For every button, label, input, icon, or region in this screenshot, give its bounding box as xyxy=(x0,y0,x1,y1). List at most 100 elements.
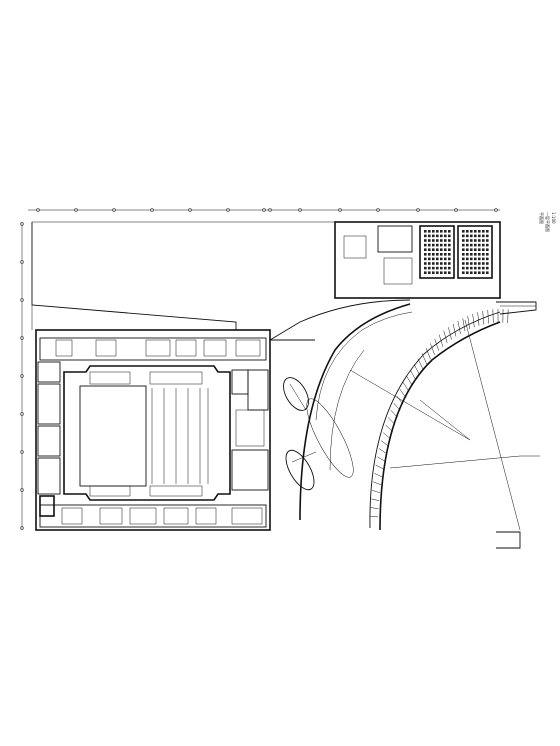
curtain-wall-mullion xyxy=(477,312,480,326)
seat xyxy=(432,230,435,233)
seat xyxy=(470,266,473,270)
seat xyxy=(470,262,473,265)
grid-axis-marker xyxy=(376,208,380,212)
seat xyxy=(470,239,473,242)
scale-note: 1:100 xyxy=(551,212,556,224)
seat xyxy=(424,257,427,261)
seat xyxy=(478,262,481,265)
seat xyxy=(474,262,477,265)
curtain-wall-mullion xyxy=(385,424,393,432)
seat xyxy=(428,243,431,247)
curtain-wall-hatch xyxy=(370,309,509,518)
seat xyxy=(466,230,469,233)
grid-axis-marker xyxy=(188,208,192,212)
seat xyxy=(474,239,477,242)
seat xyxy=(424,266,427,270)
seat xyxy=(432,239,435,242)
seat xyxy=(462,271,465,274)
curtain-wall-mullion xyxy=(443,330,448,344)
seat xyxy=(466,234,469,238)
grid-axis-marker xyxy=(338,208,342,212)
seat xyxy=(432,253,435,256)
seat xyxy=(436,266,439,270)
seat xyxy=(462,262,465,265)
grid-axis-marker xyxy=(20,298,24,302)
seat xyxy=(478,243,481,247)
grid-axis-marker xyxy=(20,450,24,454)
foyer-features xyxy=(283,377,354,491)
curtain-wall-mullion xyxy=(370,507,379,510)
seat xyxy=(470,248,473,251)
seat xyxy=(470,271,473,274)
curtain-wall-mullion xyxy=(452,323,457,337)
seat xyxy=(432,271,435,274)
curtain-wall-mullion xyxy=(380,440,389,447)
grid-axis-marker xyxy=(20,526,24,530)
seat xyxy=(444,248,447,251)
seat xyxy=(466,257,469,261)
curtain-wall-mullion xyxy=(371,498,380,502)
auditorium-b-seats xyxy=(462,230,489,274)
seat xyxy=(448,239,451,242)
seat xyxy=(470,234,473,238)
seat xyxy=(466,243,469,247)
seat xyxy=(432,262,435,265)
grid-axis-marker xyxy=(226,208,230,212)
curtain-wall-mullion xyxy=(373,481,382,485)
curtain-wall-mullion xyxy=(438,334,444,347)
curtain-wall-mullion xyxy=(378,448,387,454)
seat xyxy=(482,234,485,238)
left-rooms xyxy=(37,361,61,517)
seat xyxy=(486,266,489,270)
seat xyxy=(436,230,439,233)
seat xyxy=(444,239,447,242)
seat xyxy=(440,243,443,247)
side-label-2: 一层平面图 xyxy=(545,212,551,232)
seat xyxy=(424,248,427,251)
seat xyxy=(478,234,481,238)
seat xyxy=(436,253,439,256)
grid-axis-marker xyxy=(20,260,24,264)
seat xyxy=(486,243,489,247)
grid-axis-marker xyxy=(20,412,24,416)
grid-axis-marker xyxy=(150,208,154,212)
seat xyxy=(444,257,447,261)
callout-box xyxy=(496,531,521,549)
seat xyxy=(428,248,431,251)
grid-axis-marker xyxy=(112,208,116,212)
seat xyxy=(466,253,469,256)
seat xyxy=(444,230,447,233)
grid-axis-marker xyxy=(494,208,498,212)
seat xyxy=(440,239,443,242)
site-boundary xyxy=(31,221,336,330)
seat xyxy=(440,262,443,265)
grid-axis-marker xyxy=(262,208,266,212)
curtain-wall-mullion xyxy=(413,364,420,375)
curtain-wall-mullion xyxy=(434,338,439,351)
grid-axis-marker xyxy=(416,208,420,212)
seat xyxy=(428,253,431,256)
curtain-wall-mullion xyxy=(421,353,427,365)
seat xyxy=(474,230,477,233)
curtain-wall-mullion xyxy=(507,309,509,324)
grid-axis-marker xyxy=(268,208,272,212)
curtain-wall-mullion xyxy=(374,473,383,478)
curtain-wall-mullion xyxy=(372,490,381,493)
seat xyxy=(448,257,451,261)
seat xyxy=(462,248,465,251)
seat xyxy=(440,257,443,261)
seat xyxy=(482,243,485,247)
seat xyxy=(470,257,473,261)
seat xyxy=(482,248,485,251)
curtain-wall-mullion xyxy=(399,388,407,398)
seat xyxy=(486,230,489,233)
main-building-outline xyxy=(35,329,315,531)
seat xyxy=(424,271,427,274)
auditorium-a-seats xyxy=(424,230,451,274)
seat xyxy=(448,262,451,265)
seat xyxy=(482,262,485,265)
curtain-wall-mullion xyxy=(462,318,466,332)
seat xyxy=(428,266,431,270)
curved-foyer xyxy=(269,299,501,531)
